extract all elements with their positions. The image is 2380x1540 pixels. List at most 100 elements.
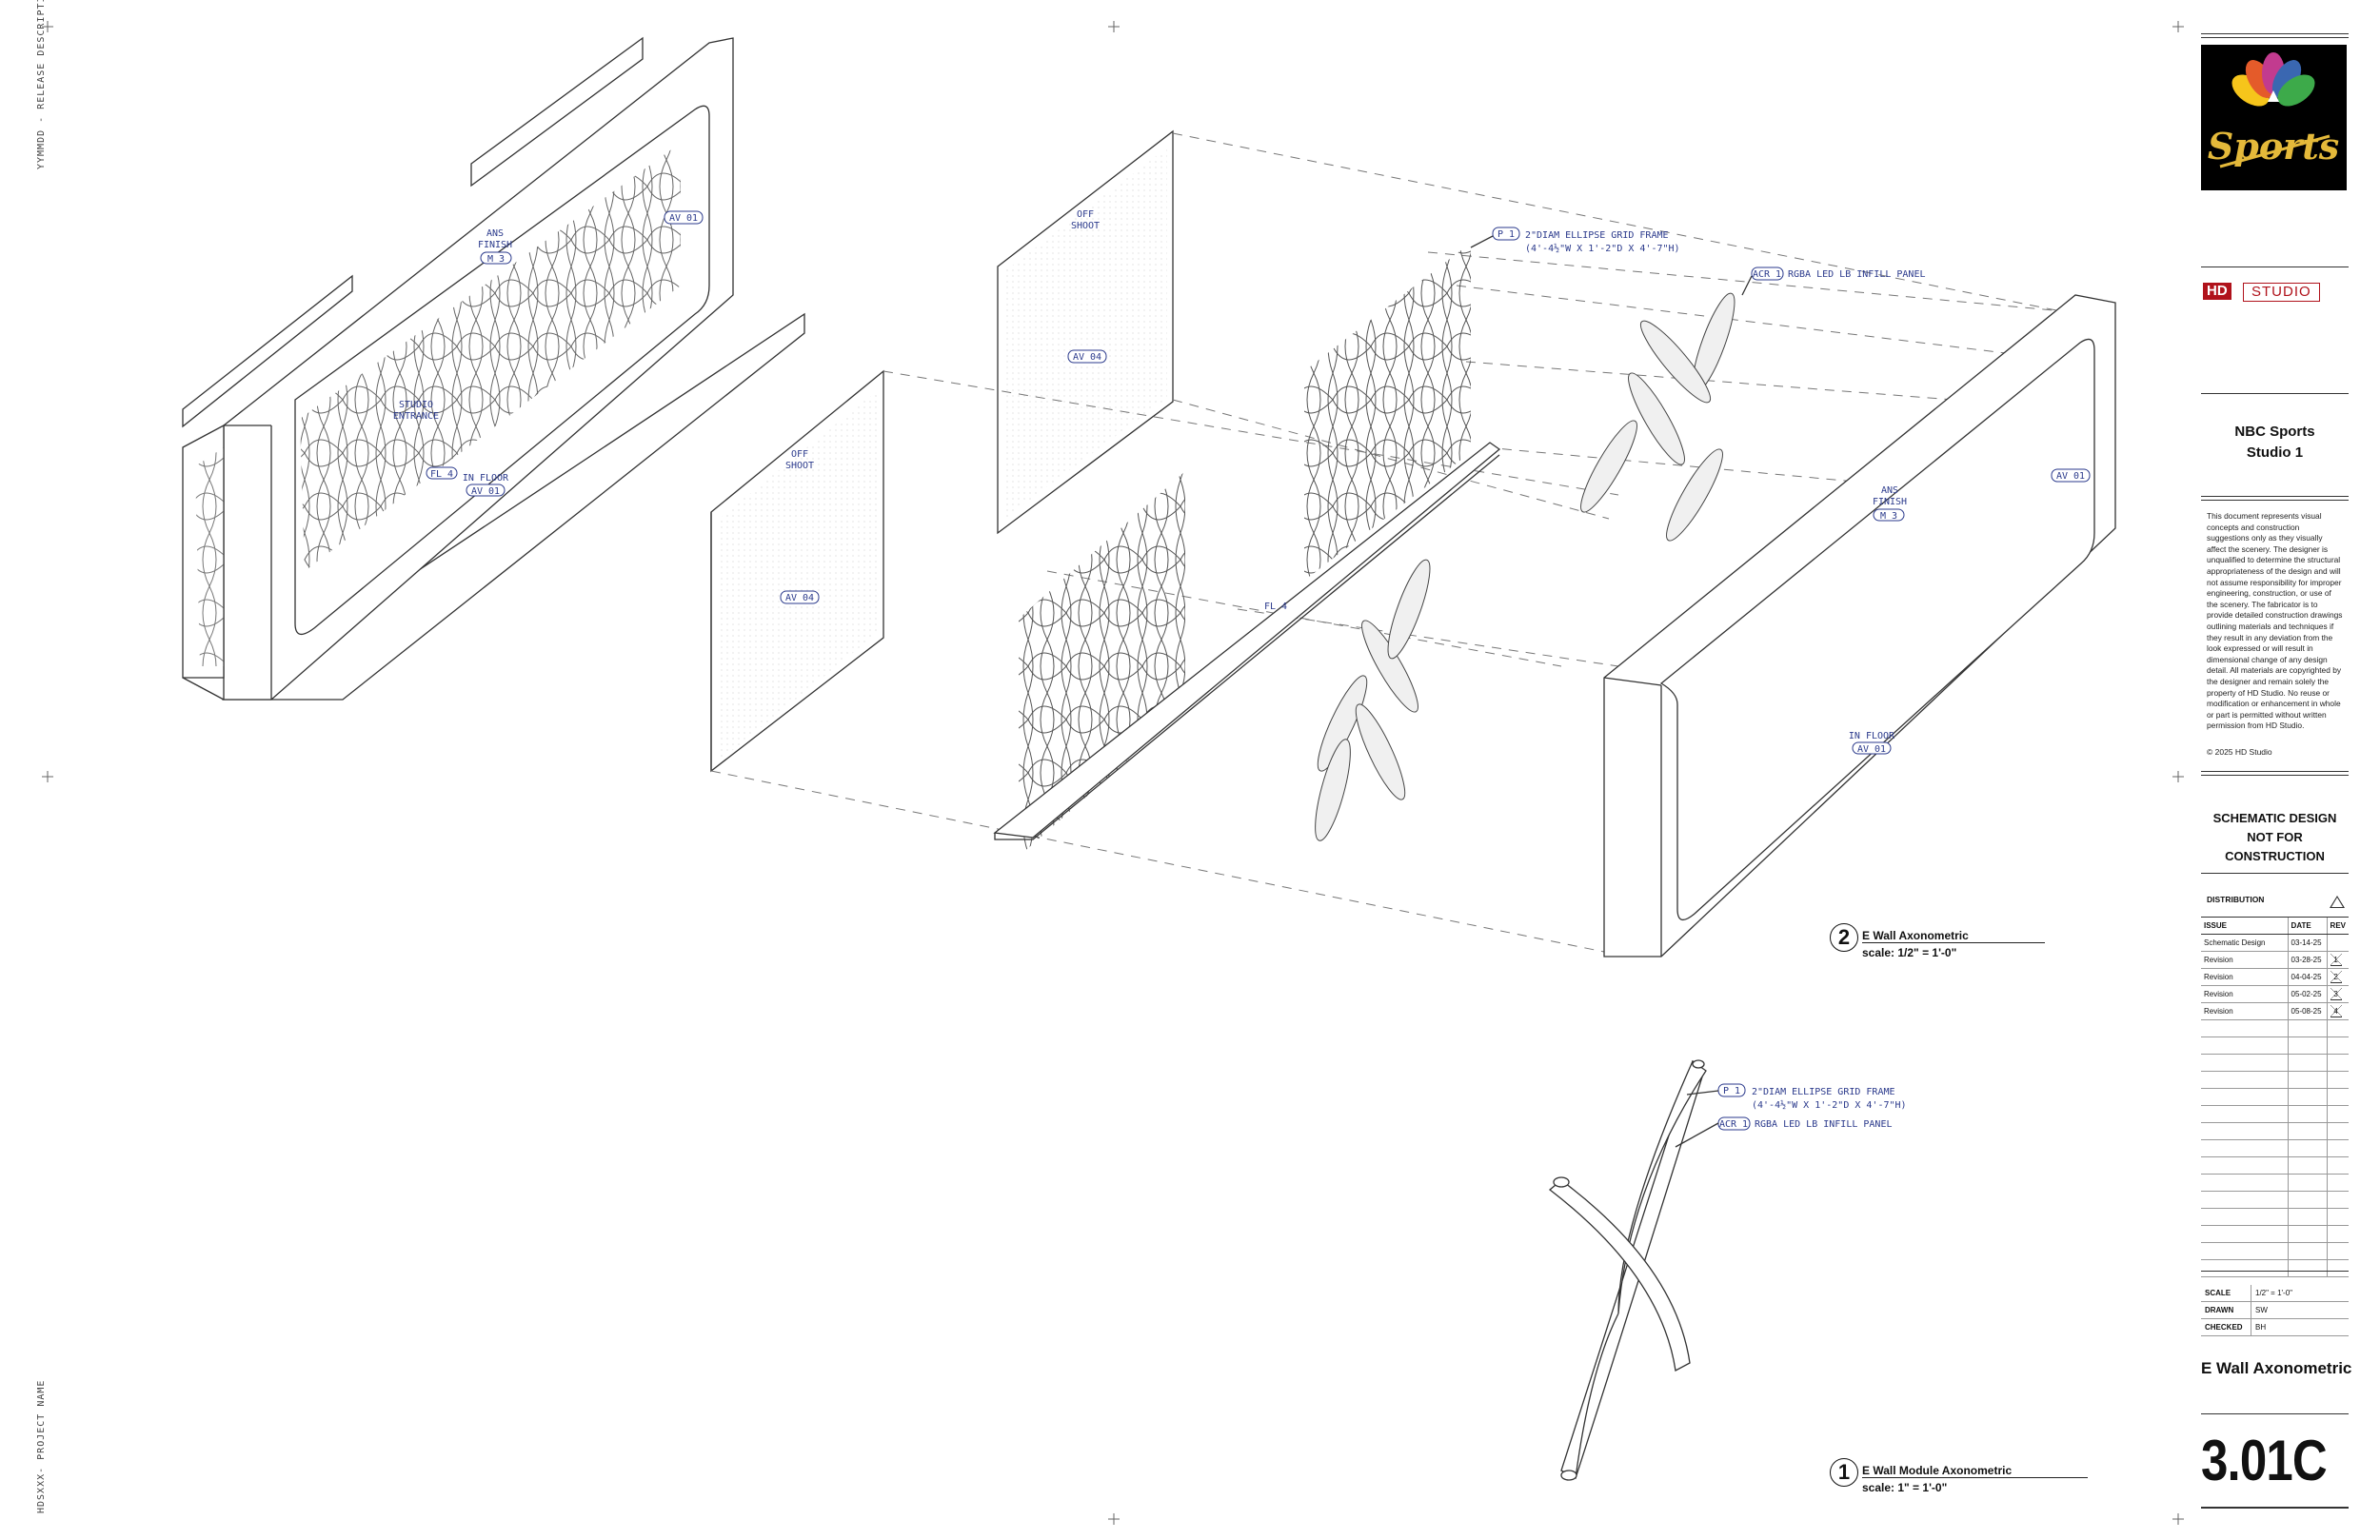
date-cell: 05-08-25 bbox=[2287, 1002, 2328, 1020]
rev-header: REV bbox=[2326, 917, 2349, 935]
right-ans-finish-2: FINISH bbox=[1873, 497, 1907, 507]
project-name: NBC Sports Studio 1 bbox=[2201, 422, 2349, 464]
view-number-1: 1 bbox=[1830, 1458, 1858, 1487]
title-block: Sports HD STUDIO NBC Sports Studio 1 Thi… bbox=[2201, 33, 2352, 1518]
led-infill-panels bbox=[1315, 292, 1735, 841]
date-cell bbox=[2287, 1019, 2328, 1037]
av01-tag: AV 01 bbox=[669, 213, 698, 224]
issue-cell bbox=[2201, 1088, 2289, 1106]
status-line-1: SCHEMATIC DESIGN bbox=[2212, 811, 2337, 825]
rev-cell bbox=[2326, 1242, 2349, 1260]
table-row bbox=[2201, 1208, 2349, 1226]
view-title-1: E Wall Module Axonometric bbox=[1862, 1464, 2089, 1478]
scale-key: SCALE bbox=[2201, 1285, 2251, 1302]
rev-cell: 2 bbox=[2326, 968, 2349, 986]
issue-cell bbox=[2201, 1122, 2289, 1140]
revision-number-icon: 1 bbox=[2330, 954, 2342, 966]
peacock-icon: Sports bbox=[2208, 52, 2339, 168]
distribution-label: DISTRIBUTION bbox=[2207, 895, 2265, 904]
date-cell: 03-14-25 bbox=[2287, 934, 2328, 952]
frame-desc-line-1: 2"DIAM ELLIPSE GRID FRAME bbox=[1525, 230, 1669, 241]
view-caption-1: 1 E Wall Module Axonometric scale: 1" = … bbox=[1830, 1456, 2115, 1502]
table-row bbox=[2201, 1088, 2349, 1106]
date-cell bbox=[2287, 1156, 2328, 1175]
studio-entrance-label-2: ENTRANCE bbox=[393, 411, 439, 422]
fl4-middle-tag: FL 4 bbox=[1264, 602, 1287, 612]
revision-number-icon: 4 bbox=[2330, 1005, 2342, 1017]
ellipse-grid-frames bbox=[993, 243, 1501, 857]
view-scale-2: scale: 1/2" = 1'-0" bbox=[1862, 946, 1957, 959]
date-cell bbox=[2287, 1037, 2328, 1055]
module-p1-tag: P 1 bbox=[1723, 1086, 1740, 1096]
issue-cell bbox=[2201, 1174, 2289, 1192]
right-av01-tag: AV 01 bbox=[2056, 471, 2085, 482]
view-scale-1: scale: 1" = 1'-0" bbox=[1862, 1481, 1948, 1494]
frame-desc-line-2: (4'-4½"W X 1'-2"D X 4'-7"H) bbox=[1525, 243, 1680, 254]
module-frame-desc-2: (4'-4½"W X 1'-2"D X 4'-7"H) bbox=[1752, 1099, 1907, 1111]
date-cell bbox=[2287, 1208, 2328, 1226]
view-caption-2: 2 E Wall Axonometric scale: 1/2" = 1'-0" bbox=[1830, 921, 2115, 967]
studio-entrance-wall bbox=[182, 36, 805, 701]
rev-cell bbox=[2326, 1139, 2349, 1157]
status-line-2: NOT FOR CONSTRUCTION bbox=[2225, 830, 2325, 863]
table-row bbox=[2201, 1054, 2349, 1072]
table-row bbox=[2201, 1071, 2349, 1089]
date-cell bbox=[2287, 1242, 2328, 1260]
e-wall-frame bbox=[1603, 294, 2116, 958]
off-shoot-label-1: OFF bbox=[1077, 209, 1094, 220]
hd-studio-logo-a: HD bbox=[2203, 283, 2231, 300]
view-number-2: 2 bbox=[1830, 923, 1858, 952]
checked-key: CHECKED bbox=[2201, 1318, 2251, 1336]
rev-cell bbox=[2326, 1122, 2349, 1140]
issue-cell bbox=[2201, 1242, 2289, 1260]
date-cell bbox=[2287, 1259, 2328, 1277]
panel-desc: RGBA LED LB INFILL PANEL bbox=[1788, 269, 1926, 280]
issue-header: ISSUE bbox=[2201, 917, 2289, 935]
av04-lower-tag: AV 04 bbox=[785, 593, 814, 603]
axonometric-drawing: ANS FINISH M 3 AV 01 STUDIO ENTRANCE FL … bbox=[42, 21, 2184, 1525]
in-floor-label: IN FLOOR bbox=[463, 473, 509, 484]
hd-studio-logo-b: STUDIO bbox=[2243, 283, 2320, 302]
nbc-sports-logo: Sports bbox=[2201, 45, 2347, 190]
sheet-name: E Wall Axonometric bbox=[2201, 1359, 2352, 1377]
hd-studio-logo: HD STUDIO bbox=[2201, 281, 2347, 302]
issue-cell bbox=[2201, 1019, 2289, 1037]
project-name-line-1: NBC Sports bbox=[2234, 424, 2315, 440]
date-cell bbox=[2287, 1225, 2328, 1243]
date-cell bbox=[2287, 1191, 2328, 1209]
rev-cell bbox=[2326, 1208, 2349, 1226]
date-header: DATE bbox=[2287, 917, 2328, 935]
date-cell: 04-04-25 bbox=[2287, 968, 2328, 986]
off-shoot-panels bbox=[710, 129, 1174, 773]
date-cell: 05-02-25 bbox=[2287, 985, 2328, 1003]
table-row bbox=[2201, 1242, 2349, 1260]
issue-cell: Revision bbox=[2201, 968, 2289, 986]
date-cell: 03-28-25 bbox=[2287, 951, 2328, 969]
rev-cell bbox=[2326, 1019, 2349, 1037]
issue-cell: Schematic Design bbox=[2201, 934, 2289, 952]
date-cell bbox=[2287, 1139, 2328, 1157]
module-panel-desc: RGBA LED LB INFILL PANEL bbox=[1755, 1119, 1893, 1130]
right-m3-tag: M 3 bbox=[1880, 511, 1897, 522]
ans-finish-label-1: ANS bbox=[486, 228, 504, 239]
issue-cell bbox=[2201, 1156, 2289, 1175]
table-row: CHECKED BH bbox=[2201, 1318, 2349, 1336]
rev-cell bbox=[2326, 1174, 2349, 1192]
rev-cell: 1 bbox=[2326, 951, 2349, 969]
scale-value: 1/2" = 1'-0" bbox=[2251, 1285, 2349, 1302]
table-row bbox=[2201, 1122, 2349, 1140]
right-ans-finish-1: ANS bbox=[1881, 485, 1898, 496]
issue-cell bbox=[2201, 1191, 2289, 1209]
issue-cell bbox=[2201, 1054, 2289, 1072]
issue-cell bbox=[2201, 1139, 2289, 1157]
fl4-tag: FL 4 bbox=[430, 469, 453, 480]
table-row bbox=[2201, 1019, 2349, 1037]
revision-number-icon: 3 bbox=[2330, 988, 2342, 1000]
table-row bbox=[2201, 1259, 2349, 1277]
rev-cell bbox=[2326, 1156, 2349, 1175]
issue-cell bbox=[2201, 1071, 2289, 1089]
table-row bbox=[2201, 1225, 2349, 1243]
